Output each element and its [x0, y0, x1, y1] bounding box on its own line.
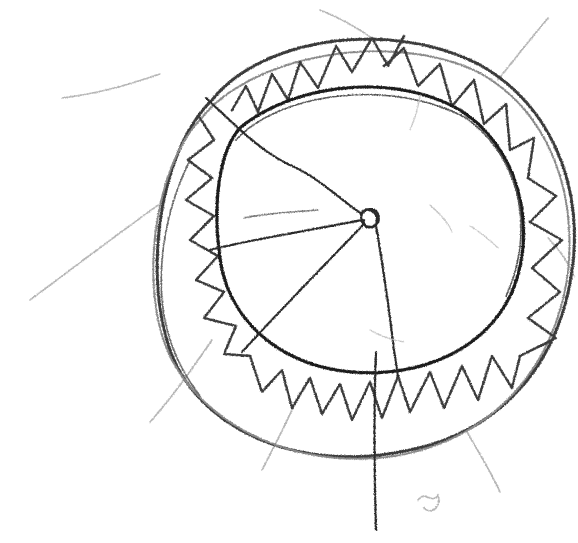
ray-bottom-scribble	[418, 495, 439, 511]
zigzag-band	[186, 36, 562, 420]
stroke-to-top-left	[206, 98, 362, 214]
ray-top-left	[62, 74, 160, 98]
ray-left	[30, 205, 158, 300]
zigzag-top	[232, 36, 404, 112]
stroke-to-top	[244, 210, 318, 218]
stroke-to-lower-left	[242, 224, 364, 352]
zigzag-bottom-right	[398, 356, 520, 412]
stroke-bottom-tail	[375, 352, 377, 530]
inner-radial-strokes	[206, 98, 398, 530]
ray-bottom-right	[466, 430, 500, 492]
stroke-to-left	[210, 220, 362, 250]
ray-lower-left	[150, 340, 212, 422]
stroke-to-bottom	[376, 226, 398, 376]
faint-rays	[30, 10, 574, 511]
ray-top-right	[498, 18, 548, 80]
ray-top	[320, 10, 372, 38]
zigzag-top-right	[384, 48, 534, 178]
